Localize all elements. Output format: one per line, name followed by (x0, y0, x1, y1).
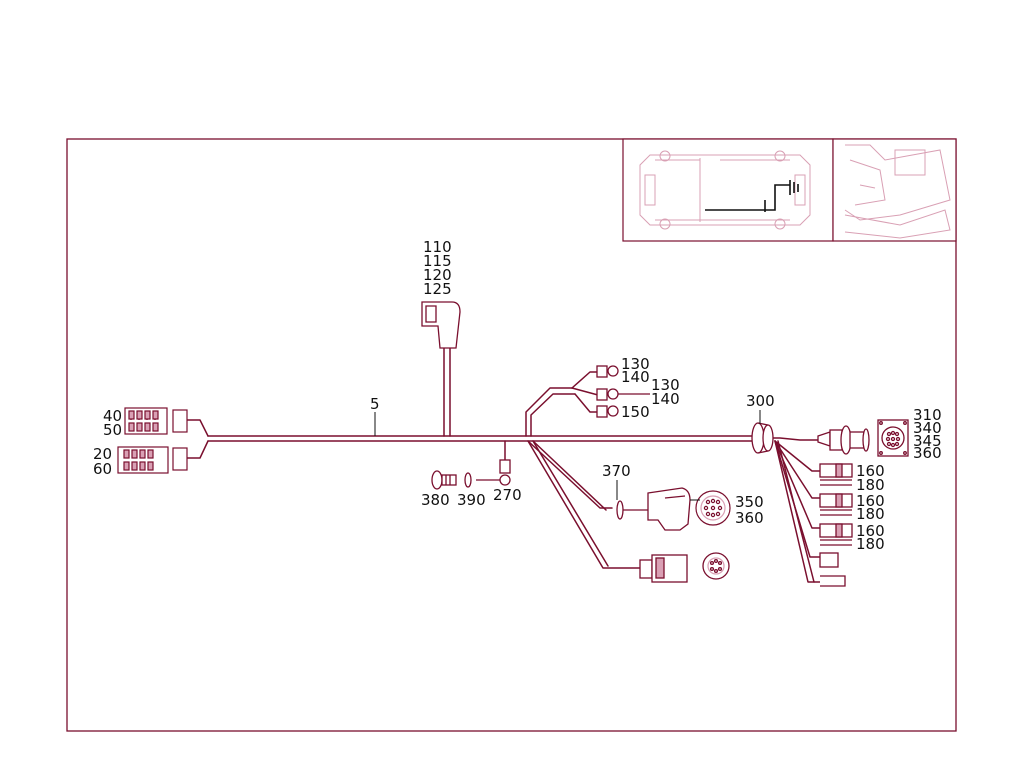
connector-lower[interactable] (639, 552, 730, 583)
washer-390[interactable] (464, 472, 472, 488)
callout-160a: 160 (856, 462, 885, 480)
callout-130a: 130 (621, 355, 650, 373)
callout-180a: 180 (856, 476, 885, 494)
callout-150: 150 (621, 403, 650, 421)
callout-350: 350 (735, 493, 764, 511)
callout-380: 380 (421, 491, 450, 509)
callout-180b: 180 (856, 505, 885, 523)
callout-50: 50 (103, 421, 122, 439)
grommet-300[interactable] (751, 422, 774, 454)
plug-face-350 (695, 490, 731, 526)
connector-40-50[interactable] (124, 407, 188, 435)
callout-120: 120 (423, 266, 452, 284)
callout-310: 310 (913, 406, 942, 424)
callout-360b: 360 (735, 509, 764, 527)
vehicle-plan-view-icon (622, 138, 834, 242)
vehicle-rear-view-icon (832, 138, 957, 242)
callout-300: 300 (746, 392, 775, 410)
socket-310[interactable] (817, 419, 909, 457)
callout-140b: 140 (651, 390, 680, 408)
connector-20-60[interactable] (117, 446, 188, 474)
callout-390: 390 (457, 491, 486, 509)
ground-terminal-270[interactable] (476, 459, 511, 486)
callout-20: 20 (93, 445, 112, 463)
bolt-380[interactable] (431, 470, 457, 490)
callout-60: 60 (93, 460, 112, 478)
callout-115: 115 (423, 252, 452, 270)
callout-340: 340 (913, 419, 942, 437)
callout-345: 345 (913, 432, 942, 450)
callout-40: 40 (103, 407, 122, 425)
ring-terminals[interactable] (596, 365, 650, 418)
small-connectors-160-180[interactable] (819, 463, 853, 587)
callout-130b: 130 (651, 376, 680, 394)
connector-110[interactable] (421, 301, 461, 349)
callout-180c: 180 (856, 535, 885, 553)
callout-125: 125 (423, 280, 452, 298)
callout-360a: 360 (913, 444, 942, 462)
callout-160c: 160 (856, 522, 885, 540)
connector-370[interactable] (616, 487, 691, 531)
callout-5: 5 (370, 395, 380, 413)
callout-140a: 140 (621, 368, 650, 386)
callout-270: 270 (493, 486, 522, 504)
callout-160b: 160 (856, 492, 885, 510)
callout-370: 370 (602, 462, 631, 480)
diagram-frame (66, 138, 957, 732)
callout-110: 110 (423, 238, 452, 256)
